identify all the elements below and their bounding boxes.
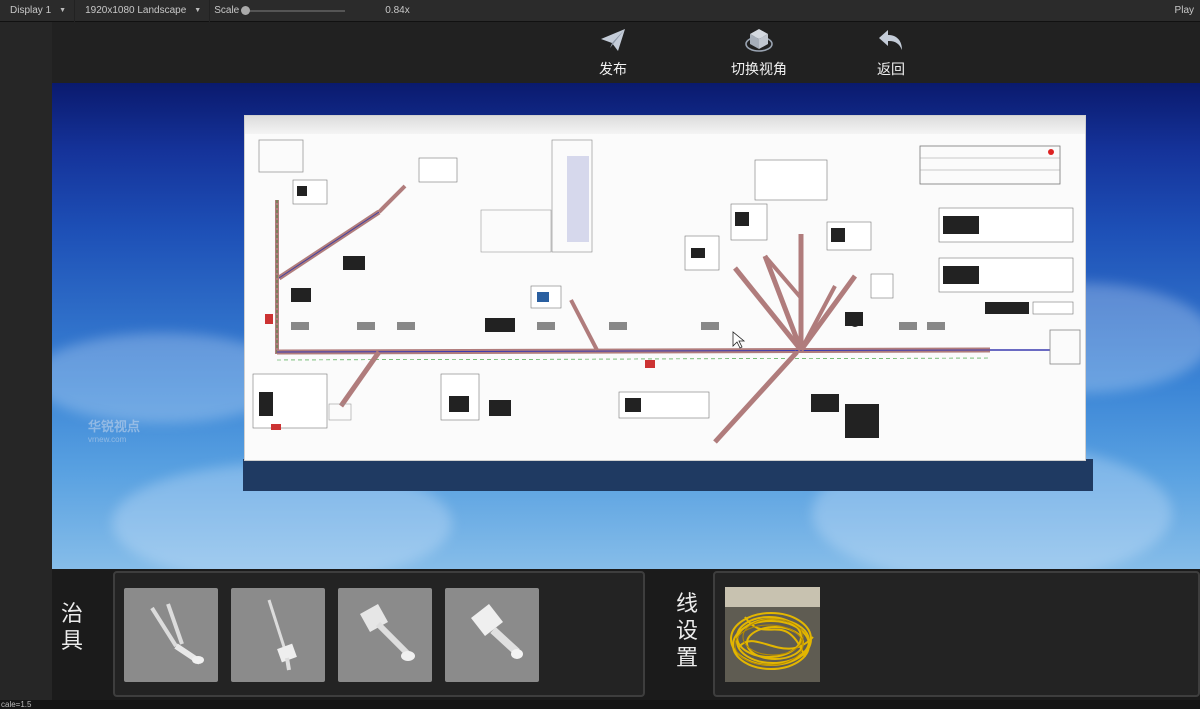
block-fixture-icon	[471, 604, 523, 659]
wiring-diagram	[252, 139, 1081, 444]
resolution-label: 1920x1080 Landscape	[85, 5, 187, 16]
scale-slider[interactable]	[241, 5, 346, 15]
wire-settings-list	[713, 571, 1200, 697]
fixture-list	[113, 571, 645, 697]
back-label: 返回	[877, 61, 905, 77]
back-button[interactable]: 返回	[846, 26, 936, 82]
switch-view-button[interactable]: 切换视角	[714, 26, 804, 82]
bottom-panel: 治 具	[52, 569, 1200, 700]
display-dropdown[interactable]: Display 1 ▼	[0, 0, 76, 22]
scale-slider-knob[interactable]	[241, 5, 251, 15]
fixture-slot-rod[interactable]	[231, 588, 325, 682]
publish-label: 发布	[599, 61, 627, 77]
play-focused-label[interactable]: Play	[1174, 5, 1194, 16]
scene-viewport[interactable]	[52, 83, 1200, 569]
view-cube-icon	[745, 29, 773, 52]
scale-value: 0.84x	[385, 5, 410, 16]
fixture-section-label: 治 具	[59, 600, 85, 654]
back-arrow-icon	[879, 30, 902, 50]
app-toolbar: 发布 切换视角 返回	[52, 22, 1200, 83]
board-top-edge	[245, 116, 1085, 134]
fork-fixture-icon	[150, 603, 204, 665]
resolution-dropdown[interactable]: 1920x1080 Landscape ▼	[75, 0, 211, 22]
paper-plane-icon	[601, 29, 625, 51]
left-margin	[0, 22, 52, 700]
editor-toolbar: Display 1 ▼ 1920x1080 Landscape ▼ Scale …	[0, 0, 1200, 22]
fixture-slot-plate[interactable]	[338, 588, 432, 682]
wire-label-char: 线	[675, 591, 698, 616]
fixture-label-char: 具	[60, 628, 83, 653]
switch-view-label: 切换视角	[731, 61, 787, 77]
status-text: cale=1.5	[0, 700, 1200, 709]
publish-button[interactable]: 发布	[568, 26, 658, 82]
scale-control: Scale 0.84x	[210, 5, 409, 16]
wire-label-char: 置	[675, 645, 698, 670]
fixture-slot-block[interactable]	[445, 588, 539, 682]
wiring-diagram-board[interactable]	[244, 115, 1086, 461]
display-label: Display 1	[10, 5, 52, 16]
wire-label-char: 设	[675, 618, 698, 643]
wire-bundle-icon	[725, 587, 820, 682]
board-stand	[243, 459, 1093, 491]
wire-harness-slot[interactable]	[725, 587, 820, 682]
fixture-slot-fork[interactable]	[124, 588, 218, 682]
rod-fixture-icon	[267, 599, 297, 671]
wire-section-label: 线 设 置	[674, 590, 700, 671]
game-view: 发布 切换视角 返回	[0, 22, 1200, 700]
scale-label: Scale	[214, 5, 240, 16]
dropdown-arrow-icon: ▼	[59, 7, 67, 14]
dropdown-arrow-icon: ▼	[194, 7, 202, 14]
plate-fixture-icon	[360, 604, 415, 661]
fixture-label-char: 治	[60, 601, 83, 626]
